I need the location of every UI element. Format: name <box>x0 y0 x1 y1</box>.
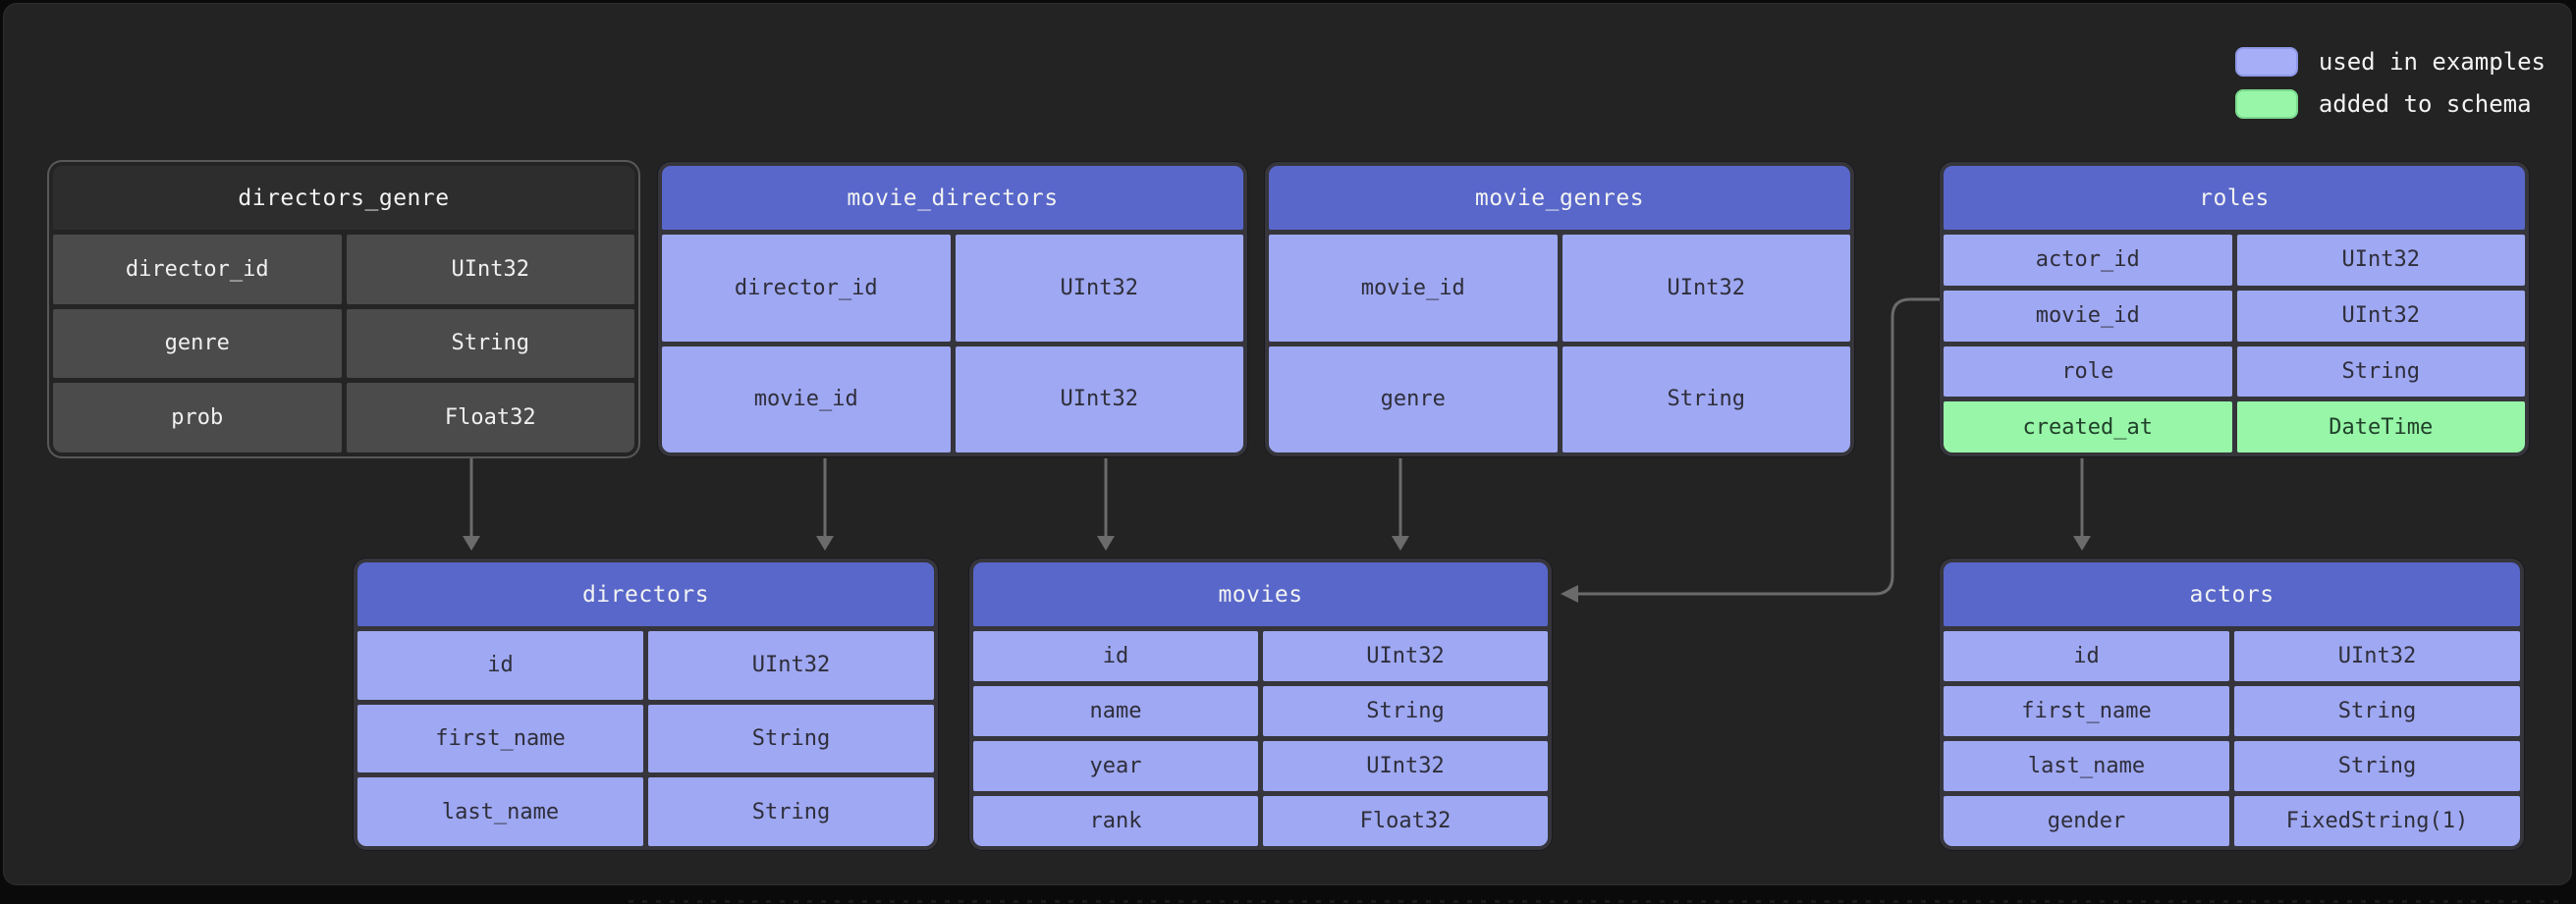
field-type-cell: UInt32 <box>955 235 1243 342</box>
field-name-cell: id <box>1944 631 2229 681</box>
field-name-cell: movie_id <box>1944 290 2232 342</box>
field-name-cell: director_id <box>662 235 951 342</box>
field-name-cell: prob <box>53 383 342 452</box>
field-name-cell: actor_id <box>1944 235 2232 286</box>
field-name-cell: id <box>357 631 643 700</box>
field-type-cell: UInt32 <box>2236 290 2525 342</box>
field-name-cell: genre <box>1269 346 1558 452</box>
field-type-cell: Float32 <box>346 383 634 452</box>
field-name-cell: name <box>973 686 1258 736</box>
field-type-cell: String <box>1562 346 1850 452</box>
legend-swatch-used-in-examples <box>2234 47 2298 77</box>
field-type-cell: Float32 <box>1263 796 1548 846</box>
field-type-cell: UInt32 <box>1562 235 1850 342</box>
table-title: movies <box>973 562 1548 626</box>
field-name-cell: genre <box>53 308 342 379</box>
legend-item-added-to-schema: added to schema <box>2234 89 2546 119</box>
table-title: actors <box>1944 562 2520 626</box>
field-name-cell: director_id <box>53 235 342 304</box>
field-type-cell: UInt32 <box>955 346 1243 452</box>
field-name-cell: first_name <box>1944 686 2229 736</box>
table-title: roles <box>1944 166 2525 230</box>
legend-label: used in examples <box>2318 48 2546 76</box>
table-title: directors_genre <box>53 166 634 230</box>
table-title: movie_genres <box>1269 166 1850 230</box>
legend-swatch-added-to-schema <box>2234 89 2298 119</box>
field-type-cell: String <box>648 704 934 773</box>
table-title: directors <box>357 562 934 626</box>
field-type-cell: UInt32 <box>1263 631 1548 681</box>
field-name-cell: role <box>1944 346 2232 398</box>
field-type-cell: String <box>648 777 934 846</box>
field-name-cell: movie_id <box>1269 235 1558 342</box>
field-type-cell: String <box>2236 346 2525 398</box>
field-type-cell: UInt32 <box>1263 741 1548 791</box>
legend: used in examples added to schema <box>2234 47 2546 119</box>
field-name-cell: gender <box>1944 796 2229 846</box>
field-type-cell: String <box>346 308 634 379</box>
field-name-cell: movie_id <box>662 346 951 452</box>
field-type-cell: String <box>1263 686 1548 736</box>
field-name-cell: rank <box>973 796 1258 846</box>
field-name-cell: last_name <box>1944 741 2229 791</box>
field-name-cell: id <box>973 631 1258 681</box>
bottom-edge-artifact <box>629 900 2566 903</box>
field-type-cell: UInt32 <box>2236 235 2525 286</box>
field-type-cell: UInt32 <box>2234 631 2520 681</box>
field-type-cell: UInt32 <box>346 235 634 304</box>
field-name-cell: last_name <box>357 777 643 846</box>
field-name-cell: first_name <box>357 704 643 773</box>
field-name-cell: created_at <box>1944 401 2232 452</box>
field-type-cell: DateTime <box>2236 401 2525 452</box>
table-title: movie_directors <box>662 166 1243 230</box>
field-type-cell: UInt32 <box>648 631 934 700</box>
legend-label: added to schema <box>2318 90 2532 118</box>
legend-item-used-in-examples: used in examples <box>2234 47 2546 77</box>
field-type-cell: String <box>2234 686 2520 736</box>
field-type-cell: String <box>2234 741 2520 791</box>
field-type-cell: FixedString(1) <box>2234 796 2520 846</box>
field-name-cell: year <box>973 741 1258 791</box>
